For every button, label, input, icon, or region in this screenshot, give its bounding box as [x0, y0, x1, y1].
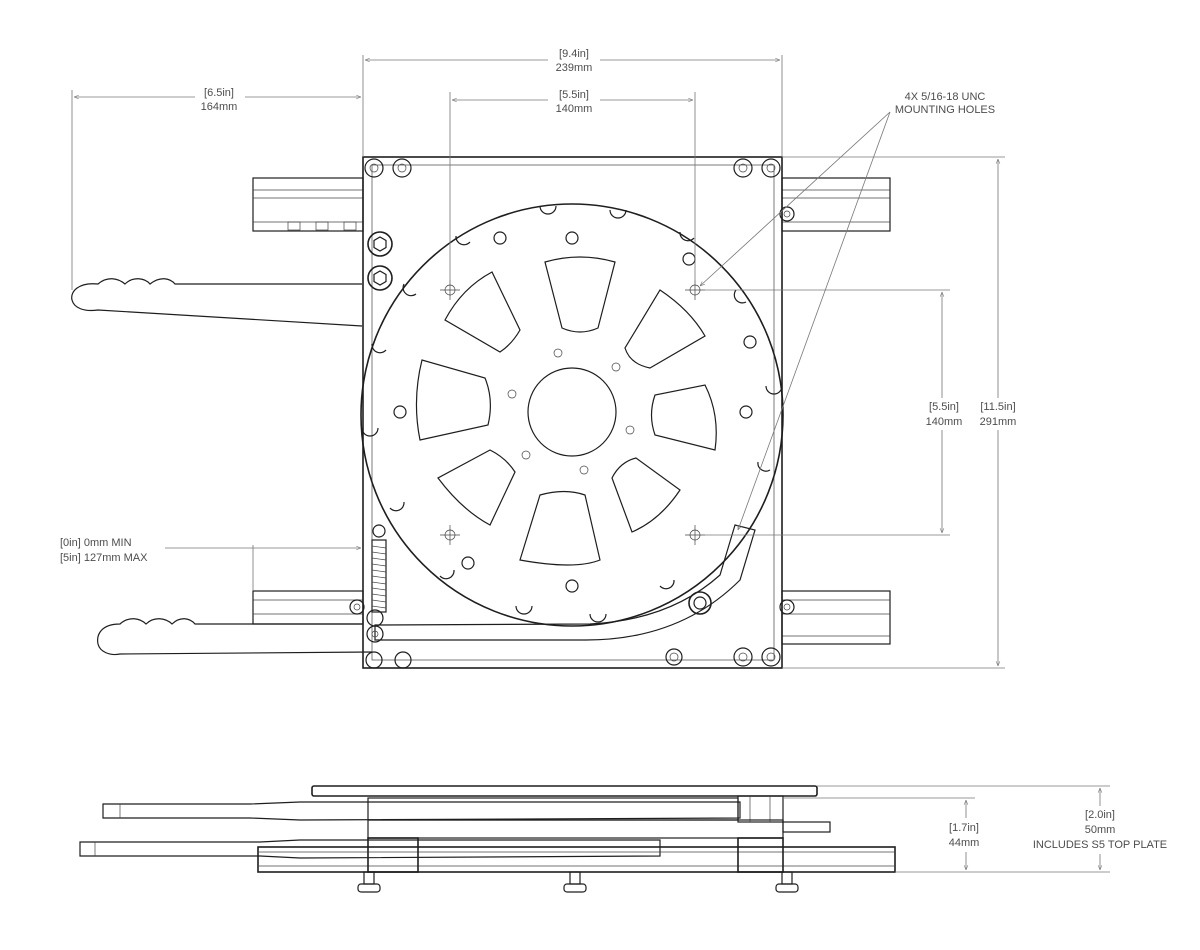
overall-width-in: [9.4in]: [559, 48, 589, 60]
side-dimension-labels: [1.7in] 44mm [2.0in] 50mm INCLUDES S5 TO…: [949, 809, 1167, 851]
side-height-plate-mm: 50mm: [1085, 824, 1116, 836]
latch-arm: [366, 524, 756, 643]
side-height-in: [1.7in]: [949, 822, 979, 834]
hole-spacing-y-mm: 140mm: [926, 416, 963, 428]
side-dimension-lines: [783, 785, 1110, 873]
upper-release-handle: [71, 278, 363, 327]
overall-width-mm: 239mm: [556, 62, 593, 74]
hole-spacing-y-in: [5.5in]: [929, 401, 959, 413]
side-height-plate-in: [2.0in]: [1085, 809, 1115, 821]
callout-line-2: MOUNTING HOLES: [895, 104, 995, 116]
slide-travel-min: [0in] 0mm MIN: [60, 537, 132, 549]
lower-release-handle: [97, 618, 373, 656]
tension-spring: [371, 524, 387, 613]
hex-pins: [367, 231, 393, 291]
hole-spacing-x-mm: 140mm: [556, 103, 593, 115]
handle-reach-in: [6.5in]: [204, 87, 234, 99]
left-rail-top: [252, 177, 364, 232]
overall-depth-in: [11.5in]: [980, 401, 1015, 413]
base-plate: [362, 156, 783, 669]
mounting-holes: [440, 280, 705, 545]
handle-reach-mm: 164mm: [201, 101, 238, 113]
swivel-disc: [360, 203, 784, 627]
slide-travel-max: [5in] 127mm MAX: [60, 552, 148, 564]
right-rail-bottom: [781, 590, 891, 645]
right-rail-top: [781, 177, 891, 232]
top-view: [71, 156, 891, 669]
dimension-lines: [71, 55, 1005, 669]
left-rail-bottom: [252, 590, 364, 625]
side-height-mm: 44mm: [949, 837, 980, 849]
side-height-plate-note: INCLUDES S5 TOP PLATE: [1033, 839, 1167, 851]
corner-bolts: [349, 158, 795, 669]
overall-depth-mm: 291mm: [980, 416, 1017, 428]
dimension-labels: [9.4in] 239mm [6.5in] 164mm [5.5in] 140m…: [60, 48, 1016, 564]
hole-spacing-x-in: [5.5in]: [559, 89, 589, 101]
callout-line-1: 4X 5/16-18 UNC: [905, 91, 986, 103]
side-view: [79, 785, 896, 893]
